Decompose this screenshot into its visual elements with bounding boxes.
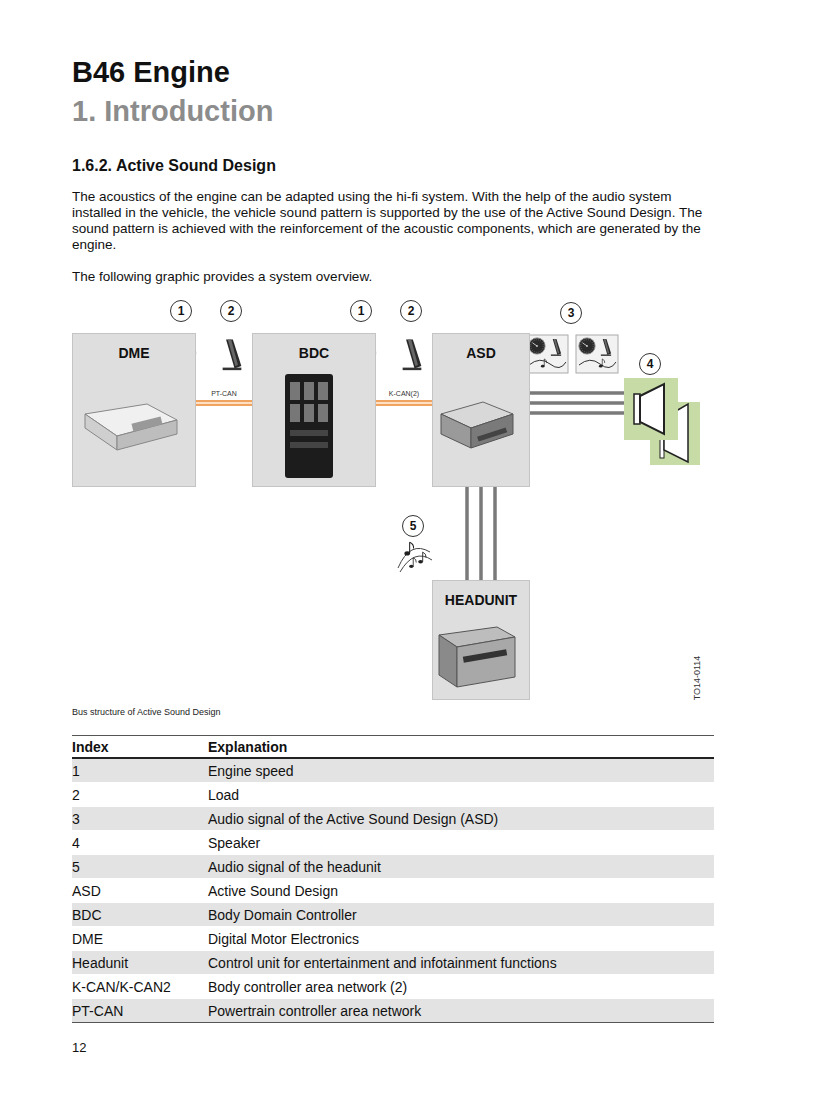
unit-name: BDC (253, 334, 375, 361)
table-cell: 2 (72, 787, 80, 803)
table-cell: 5 (72, 859, 80, 875)
unit-illustration (433, 374, 521, 464)
table-cell: Active Sound Design (208, 883, 338, 899)
callout-number: 2 (220, 300, 242, 322)
headunit-picture (439, 627, 515, 687)
callout-number: 5 (402, 515, 424, 537)
callout-number: 3 (560, 302, 582, 324)
unit-illustration (77, 384, 187, 464)
control-unit-box: DME (72, 333, 196, 487)
unit-illustration (433, 615, 521, 701)
table-rule (72, 757, 714, 759)
asd-audio-icons (526, 335, 618, 373)
page-title: B46 Engine (72, 56, 230, 89)
table-cell: K-CAN/K-CAN2 (72, 979, 171, 995)
drawing-number: TO14-0114 (692, 656, 702, 701)
table-row-shade (72, 759, 714, 782)
table-cell: DME (72, 931, 103, 947)
can-bus-line (196, 403, 252, 404)
unit-name: HEADUNIT (433, 581, 529, 608)
table-cell: Body controller area network (2) (208, 979, 407, 995)
table-cell: 1 (72, 763, 80, 779)
table-cell: 4 (72, 835, 80, 851)
control-unit-box: BDC (252, 333, 376, 487)
table-header: Explanation (208, 739, 287, 755)
table-cell: ASD (72, 883, 101, 899)
table-row-shade (72, 855, 714, 878)
speaker-symbol (624, 378, 700, 465)
table-header: Index (72, 739, 109, 755)
control-unit-box: ASD (432, 333, 530, 487)
unit-name: ASD (433, 334, 529, 361)
callout-number: 4 (639, 353, 661, 375)
page-number: 12 (72, 1040, 86, 1055)
table-row-shade (72, 903, 714, 926)
table-cell: Audio signal of the Active Sound Design … (208, 811, 498, 827)
table-rule (72, 1022, 714, 1023)
asd-unit-picture (441, 402, 513, 448)
table-cell: Digital Motor Electronics (208, 931, 359, 947)
asd-speaker-wires (520, 393, 626, 413)
bus-name: PT-CAN (211, 390, 237, 397)
table-cell: Audio signal of the headunit (208, 859, 381, 875)
table-cell: Load (208, 787, 239, 803)
headunit-audio-icon (398, 542, 432, 572)
table-cell: PT-CAN (72, 1003, 123, 1019)
table-cell: Speaker (208, 835, 260, 851)
table-cell: 3 (72, 811, 80, 827)
body-paragraph: The following graphic provides a system … (72, 269, 372, 285)
figure-caption: Bus structure of Active Sound Design (72, 707, 221, 717)
table-cell: BDC (72, 907, 102, 923)
table-rule (72, 735, 714, 736)
section-heading: 1. Introduction (72, 95, 273, 128)
unit-illustration (253, 372, 367, 484)
subsection-heading: 1.6.2. Active Sound Design (72, 157, 276, 175)
can-bus-line (376, 403, 432, 404)
table-cell: Engine speed (208, 763, 294, 779)
callout-number: 1 (170, 300, 192, 322)
callout-number: 1 (350, 300, 372, 322)
dme-unit-picture (85, 404, 177, 450)
unit-name: DME (73, 334, 195, 361)
callout-number: 2 (400, 300, 422, 322)
bdc-unit-picture (285, 374, 333, 478)
body-paragraph: The acoustics of the engine can be adapt… (72, 189, 717, 253)
table-cell: Body Domain Controller (208, 907, 357, 923)
table-cell: Control unit for entertainment and infot… (208, 955, 557, 971)
table-cell: Powertrain controller area network (208, 1003, 421, 1019)
table-cell: Headunit (72, 955, 128, 971)
audio-line (467, 487, 495, 580)
control-unit-box: HEADUNIT (432, 580, 530, 700)
bus-name: K-CAN(2) (389, 390, 419, 397)
